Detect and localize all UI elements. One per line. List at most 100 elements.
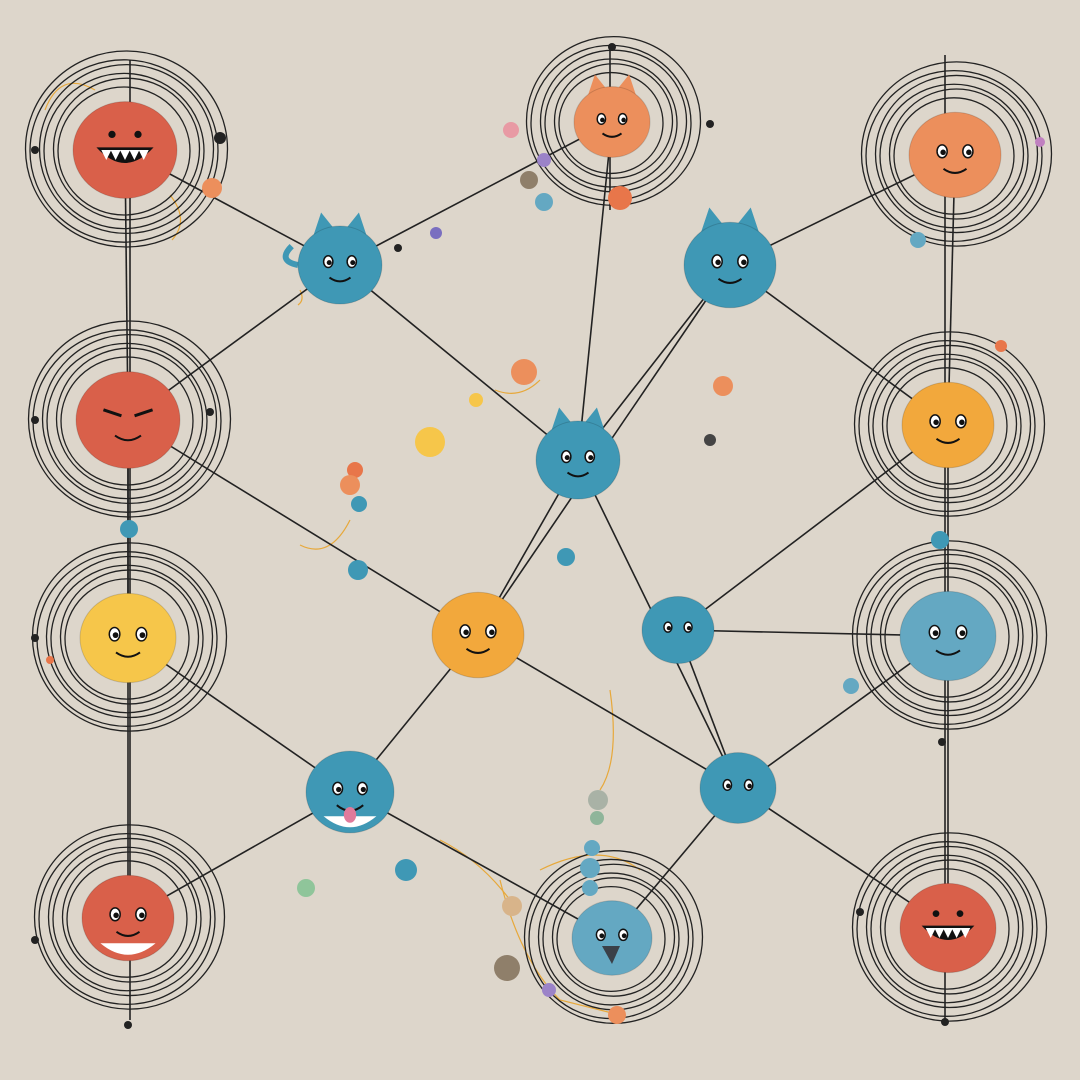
edge <box>339 264 579 461</box>
string <box>44 82 96 111</box>
bead <box>511 359 537 385</box>
ring <box>853 331 1046 517</box>
ring <box>865 845 1034 1009</box>
pupil <box>726 783 731 789</box>
bead <box>582 880 598 896</box>
pupil <box>113 912 119 919</box>
pupil <box>112 632 119 639</box>
ring <box>38 832 216 1006</box>
pupil <box>336 786 342 793</box>
junction-dot <box>608 43 616 51</box>
ring <box>551 877 676 997</box>
creature-teal-cat-center <box>535 407 621 500</box>
mouth <box>115 930 141 937</box>
junction-dot <box>31 146 39 154</box>
creature-amber-center <box>431 591 525 679</box>
ring <box>865 553 1034 717</box>
bead <box>713 376 733 396</box>
ring <box>61 851 198 983</box>
creature-red-angry-mid-left <box>75 371 181 469</box>
string <box>599 689 614 791</box>
creature-orange-fox-top-center <box>573 74 651 158</box>
creatures <box>72 74 1002 976</box>
mouth <box>935 649 961 656</box>
bead <box>520 171 538 189</box>
tooth <box>110 150 121 160</box>
ring <box>893 97 1015 215</box>
body <box>899 590 997 682</box>
pupil <box>599 933 605 939</box>
tooth <box>120 150 130 160</box>
ring <box>41 333 218 505</box>
junction-dot <box>216 134 224 142</box>
pupil <box>940 149 946 156</box>
body <box>75 371 181 469</box>
ring <box>59 569 200 705</box>
bead <box>580 858 600 878</box>
mouth <box>114 434 142 442</box>
junction-dot <box>31 416 39 424</box>
ring <box>851 832 1048 1022</box>
eye <box>932 910 940 917</box>
pupil <box>933 419 939 426</box>
creature-yellow-left <box>79 592 177 684</box>
creature-teal-tongue-lower-left <box>305 750 395 834</box>
ring <box>64 578 190 700</box>
pupil <box>621 933 627 939</box>
ring <box>50 564 204 714</box>
beak <box>602 946 620 964</box>
ring <box>860 61 1053 247</box>
body <box>305 750 395 834</box>
creature-teal-bird-bottom-center <box>571 900 653 976</box>
mouth <box>935 437 961 444</box>
mouth <box>717 277 743 284</box>
edge <box>677 424 949 631</box>
edge <box>477 634 739 789</box>
ring <box>884 576 1010 698</box>
tooth <box>138 150 149 160</box>
ring <box>38 63 215 235</box>
bead <box>910 232 926 248</box>
mouth <box>115 651 141 658</box>
bead <box>995 340 1007 352</box>
eye <box>134 130 142 139</box>
creature-teal-round-center-right <box>641 596 715 664</box>
bead <box>704 434 716 446</box>
pupil <box>139 632 146 639</box>
creature-red-bottom-left <box>81 874 175 962</box>
bead <box>588 790 608 810</box>
bead <box>348 560 368 580</box>
string <box>169 194 182 241</box>
tail <box>282 243 299 268</box>
tooth <box>960 928 971 938</box>
body <box>908 111 1002 199</box>
ring <box>867 344 1032 504</box>
pupil <box>747 783 752 789</box>
creature-red-bottom-right <box>899 882 997 974</box>
mouth <box>601 132 623 138</box>
bead <box>843 678 859 694</box>
bead <box>502 896 522 916</box>
eye <box>134 408 154 418</box>
pupil <box>360 786 366 793</box>
creature-teal-bird-upper-left <box>282 212 383 305</box>
mouth <box>465 647 491 654</box>
ring <box>884 868 1010 990</box>
body <box>683 221 777 309</box>
bead <box>1035 137 1045 147</box>
ring <box>52 77 201 221</box>
ring <box>55 347 204 491</box>
pupil <box>350 260 356 266</box>
tooth <box>129 150 140 160</box>
ring <box>553 63 674 179</box>
ring <box>33 824 226 1010</box>
body <box>297 225 383 305</box>
creature-teal-lower-right <box>699 752 777 824</box>
ring <box>46 342 208 500</box>
bead <box>931 531 949 549</box>
pupil <box>966 149 972 156</box>
string <box>297 289 303 306</box>
body <box>431 591 525 679</box>
junction-dot <box>31 634 39 642</box>
